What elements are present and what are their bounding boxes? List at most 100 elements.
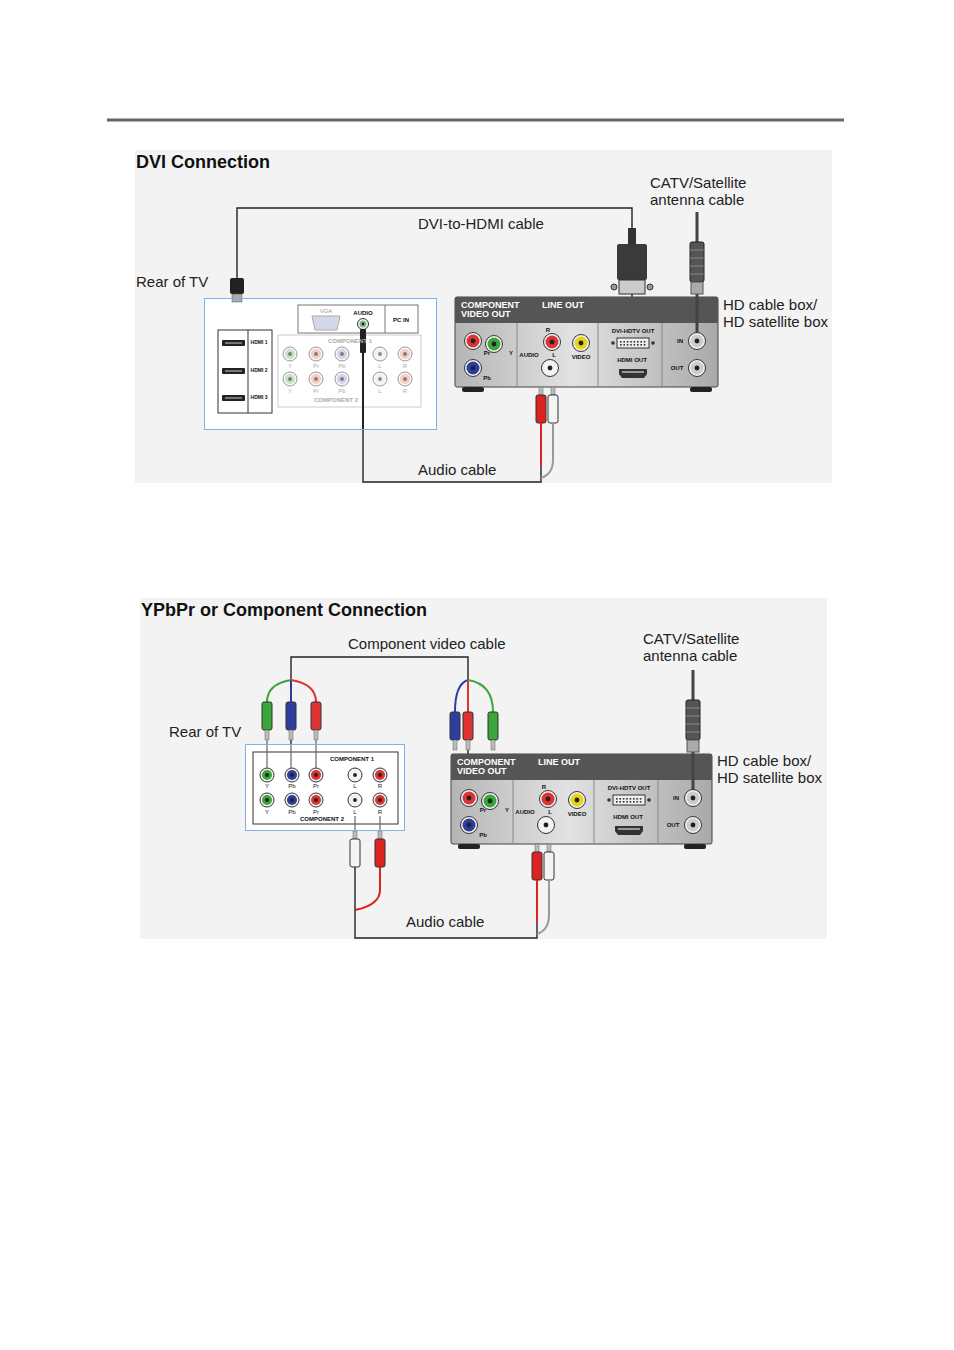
jack-ring	[373, 347, 387, 361]
port-label: COMPONENT 2	[314, 397, 358, 403]
rca-plug-body	[375, 839, 385, 867]
dvi-pin	[640, 798, 642, 800]
rca-plug-body	[548, 395, 558, 423]
dvi-pin	[627, 344, 629, 346]
box-header	[455, 297, 718, 323]
jack-hole	[467, 796, 472, 801]
port-label: Pb	[288, 809, 295, 815]
hdmi-plug-body	[230, 278, 244, 294]
jack-color	[687, 819, 700, 832]
port-label: Pr	[480, 807, 486, 813]
jack-ring	[373, 793, 387, 807]
jack-ring	[373, 372, 387, 386]
plug-ridge	[690, 266, 704, 267]
box-body	[451, 754, 712, 844]
hdmi-port	[615, 826, 643, 835]
section-title: DVI Connection	[136, 152, 833, 174]
cable-wire	[267, 680, 291, 702]
dvi-pin	[623, 801, 625, 803]
jack-color	[691, 335, 704, 348]
cable-label: Component video cable	[346, 635, 508, 653]
port-label: AUDIO	[519, 352, 538, 358]
port-label: AUDIO	[515, 809, 534, 815]
jack-color	[311, 795, 321, 805]
jack-ring	[685, 790, 702, 807]
jack-hole	[290, 773, 294, 777]
antenna-plug-body	[686, 700, 700, 740]
jack-hole	[314, 798, 318, 802]
dvi-pin	[634, 341, 636, 343]
port-label: HDMI 2	[251, 368, 268, 373]
rca-plug-tip	[551, 387, 555, 395]
port-label: VGA	[320, 308, 333, 314]
plug-ridge	[690, 274, 704, 275]
jack-hole	[353, 773, 357, 777]
jack-ring	[285, 793, 299, 807]
dvi-pin	[640, 341, 642, 343]
cable-wire	[455, 680, 468, 712]
port-label: L	[378, 363, 381, 369]
plug-ridge	[690, 258, 704, 259]
jack-hole	[314, 377, 318, 381]
box-foot	[462, 387, 484, 392]
jack-hole	[548, 366, 553, 371]
dvi-plug-body	[617, 244, 647, 280]
hdmi-port	[222, 340, 245, 346]
jack-ring	[689, 360, 706, 377]
cable-wire	[540, 423, 542, 466]
component-group-faded	[278, 335, 421, 407]
port-label: Pb	[479, 832, 487, 838]
port-label: Y	[265, 783, 269, 789]
box-foot	[684, 844, 706, 849]
illustration-group	[204, 212, 718, 934]
port-label: Pr	[313, 388, 319, 394]
dvi-pin	[630, 798, 632, 800]
jack-hole	[340, 352, 344, 356]
jack-color	[350, 795, 360, 805]
port-label: OUT	[671, 365, 684, 371]
jack-hole	[575, 798, 580, 803]
port-label: LINE OUT	[538, 758, 580, 767]
rca-plug-body	[463, 712, 473, 740]
hdmi-port-pins	[225, 397, 242, 399]
box-foot	[458, 844, 480, 849]
dvi-plug-screw	[611, 284, 617, 290]
jack-hole	[314, 773, 318, 777]
hdmi-port-pins	[618, 828, 640, 830]
jack-hole	[544, 823, 549, 828]
jack-color	[687, 792, 700, 805]
box-header	[451, 754, 712, 780]
port-label: R	[546, 327, 550, 333]
rca-plug-tip	[539, 387, 543, 395]
section-divider	[513, 780, 514, 844]
jack-color	[484, 795, 497, 808]
rca-plug-body	[450, 712, 460, 740]
plug-ridge	[686, 716, 700, 717]
jack-hole	[691, 796, 696, 801]
jack-hole	[290, 798, 294, 802]
dvi-pin	[616, 798, 618, 800]
box-foot	[690, 387, 712, 392]
jack-color	[311, 770, 321, 780]
component-group	[253, 752, 398, 824]
jack-hole	[378, 773, 382, 777]
jack-hole	[362, 323, 365, 326]
dvi-port	[613, 795, 645, 805]
cable-label: Audio cable	[416, 461, 498, 479]
jack-ring	[465, 360, 482, 377]
dvi-pin	[640, 344, 642, 346]
dvi-plug-screw	[647, 284, 653, 290]
divider	[385, 305, 386, 333]
jack-color	[463, 792, 476, 805]
hdmi-port-pins	[622, 371, 644, 373]
jack-color	[544, 362, 557, 375]
cable-wire	[290, 680, 292, 702]
port-label: Y	[265, 809, 269, 815]
jack-hole	[288, 377, 292, 381]
jack-ring	[398, 372, 412, 386]
antenna-plug-nut	[691, 282, 703, 294]
section-divider	[598, 323, 599, 387]
jack-color	[285, 349, 295, 359]
port-label: DVI-HDTV OUT	[608, 785, 651, 791]
